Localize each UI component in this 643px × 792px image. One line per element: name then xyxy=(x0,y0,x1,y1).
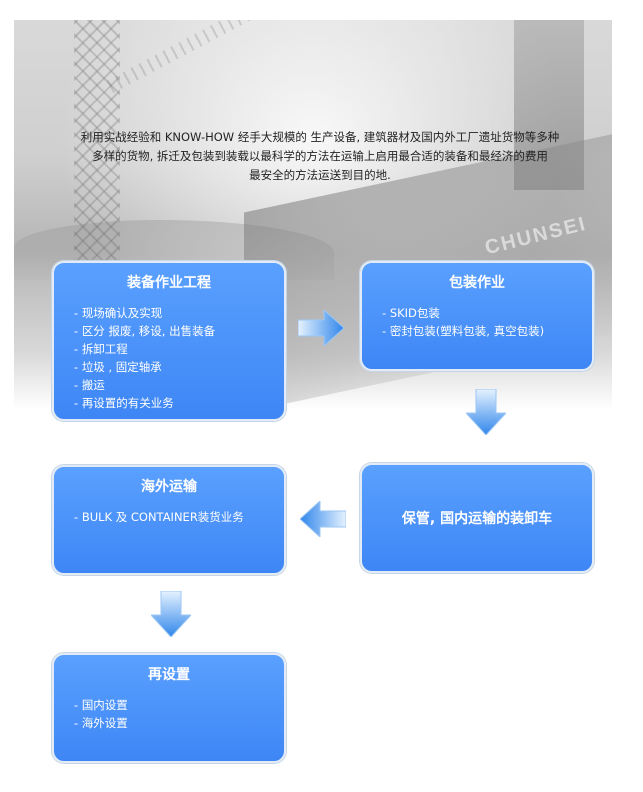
list-item: 区分 报废, 移设, 出售装备 xyxy=(74,322,284,340)
equipment-work-box: 装备作业工程 现场确认及实现 区分 报废, 移设, 出售装备 拆卸工程 垃圾 ,… xyxy=(52,261,286,421)
list-item: 搬运 xyxy=(74,376,284,394)
arrow-right-icon xyxy=(298,310,344,346)
reinstall-list: 国内设置 海外设置 xyxy=(54,696,284,732)
list-item: 垃圾 , 固定轴承 xyxy=(74,358,284,376)
intro-paragraph: 利用实战经验和 KNOW-HOW 经手大规模的 生产设备, 建筑器材及国内外工厂… xyxy=(40,128,600,185)
crane-boom-graphic xyxy=(106,20,308,94)
list-item: SKID包装 xyxy=(382,304,592,322)
intro-line-1: 利用实战经验和 KNOW-HOW 经手大规模的 生产设备, 建筑器材及国内外工厂… xyxy=(80,130,560,144)
list-item: BULK 及 CONTAINER装货业务 xyxy=(74,508,284,526)
storage-transport-title: 保管, 国内运输的装卸车 xyxy=(401,511,553,527)
arrow-left-icon xyxy=(300,501,346,537)
equipment-work-list: 现场确认及实现 区分 报废, 移设, 出售装备 拆卸工程 垃圾 , 固定轴承 搬… xyxy=(54,304,284,412)
list-item: 国内设置 xyxy=(74,696,284,714)
arrow-down-icon xyxy=(466,389,506,435)
overseas-transport-title: 海外运输 xyxy=(141,479,197,495)
overseas-transport-list: BULK 及 CONTAINER装货业务 xyxy=(54,508,284,526)
crane-mast-graphic xyxy=(74,20,120,290)
list-item: 再设置的有关业务 xyxy=(74,394,284,412)
intro-line-3: 最安全的方法运送到目的地. xyxy=(249,168,391,182)
list-item: 拆卸工程 xyxy=(74,340,284,358)
packing-work-box: 包装作业 SKID包装 密封包装(塑料包装, 真空包装) xyxy=(360,261,594,371)
reinstall-title: 再设置 xyxy=(148,667,190,683)
arrow-down-icon xyxy=(151,591,191,637)
list-item: 现场确认及实现 xyxy=(74,304,284,322)
packing-work-title: 包装作业 xyxy=(449,275,505,291)
reinstall-box: 再设置 国内设置 海外设置 xyxy=(52,653,286,763)
equipment-work-title: 装备作业工程 xyxy=(127,275,211,291)
storage-transport-box: 保管, 国内运输的装卸车 xyxy=(360,463,594,573)
list-item: 密封包装(塑料包装, 真空包装) xyxy=(382,322,592,340)
list-item: 海外设置 xyxy=(74,714,284,732)
packing-work-list: SKID包装 密封包装(塑料包装, 真空包装) xyxy=(362,304,592,340)
overseas-transport-box: 海外运输 BULK 及 CONTAINER装货业务 xyxy=(52,465,286,575)
intro-line-2: 多样的货物, 拆迁及包装到装载以最科学的方法在运输上启用最合适的装备和最经济的费… xyxy=(92,149,548,163)
